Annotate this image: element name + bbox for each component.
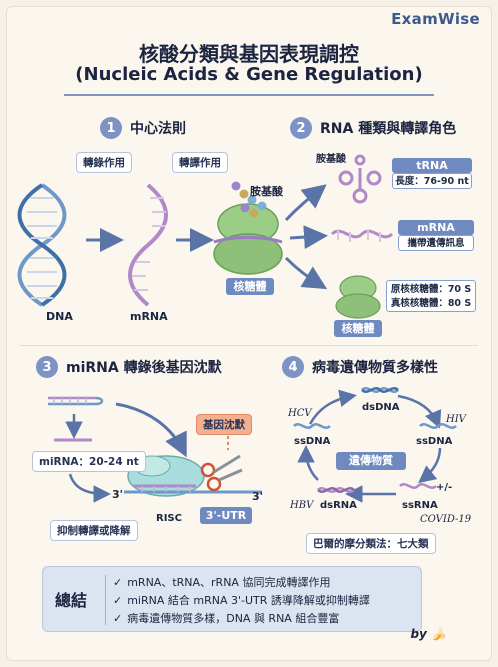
section1-number: 1 [100, 117, 122, 139]
small-ribosome-icon [335, 275, 381, 319]
hbv-label: HBV [290, 500, 314, 511]
virus-cycle-arrows [297, 389, 442, 503]
summary-box: 總結 ✓ mRNA、tRNA、rRNA 協同完成轉譯作用 ✓ miRNA 結合 mR… [42, 566, 422, 632]
ssdna-right-label: ssDNA [416, 436, 453, 447]
mrna-strand-icon [128, 183, 168, 307]
mrna-wave-icon [330, 229, 394, 242]
trna-name: tRNA [392, 158, 472, 173]
byline: by 🍌 [410, 627, 446, 641]
mrna-target-strand-icon [124, 484, 262, 494]
mirna-hairpin-icon [48, 396, 104, 406]
section2-number: 2 [290, 117, 312, 139]
dsrna-icon [317, 487, 355, 493]
dsdna-label: dsDNA [362, 402, 400, 413]
ssdna-left-icon [293, 423, 331, 429]
hcv-label: HCV [288, 408, 312, 419]
gene-silencing-label: 基因沈默 [196, 414, 252, 435]
summary-text: mRNA、tRNA、rRNA 協同完成轉譯作用 [127, 576, 331, 589]
page-subtitle: (Nucleic Acids & Gene Regulation) [75, 64, 423, 85]
ssrna-label: ssRNA [402, 500, 438, 511]
dsdna-icon [361, 387, 399, 393]
ribosome-label: 核糖體 [226, 278, 274, 295]
page-title: 核酸分類與基因表現調控 [139, 42, 359, 66]
prokaryote-ribosome: 原核核糖體：70 S [390, 284, 472, 295]
amino-acid-label: 胺基酸 [250, 185, 283, 198]
translation-label: 轉譯作用 [172, 152, 228, 173]
section4-title: 病毒遺傳物質多樣性 [312, 360, 438, 376]
covid-label: COVID-19 [420, 514, 472, 525]
section4-header: 4 病毒遺傳物質多樣性 [282, 356, 438, 378]
dna-label: DNA [46, 310, 73, 323]
summary-separator [105, 575, 106, 625]
section4-number: 4 [282, 356, 304, 378]
plus-minus-sign: +/- [436, 482, 453, 493]
arrow-to-mrna [289, 225, 328, 250]
transcription-label: 轉錄作用 [76, 152, 132, 173]
ribosome-icon [213, 203, 283, 275]
trna-amino-acid-label: 胺基酸 [316, 154, 346, 165]
summary-key: 總結 [55, 591, 88, 610]
scissors-icon [200, 454, 243, 492]
genetic-material-center: 遺傳物質 [336, 452, 406, 470]
summary-item: ✓ 病毒遺傳物質多樣，DNA 與 RNA 組合豐富 [113, 610, 339, 626]
title-underline [64, 94, 434, 96]
dna-helix-icon [17, 183, 67, 307]
rrna-sedimentation-box: 原核核糖體：70 S 真核核糖體：80 S [386, 280, 476, 312]
loading-arrow [115, 402, 187, 458]
baltimore-classification: 巴爾的摩分類法：七大類 [306, 533, 436, 554]
mrna-role: 攜帶遺傳訊息 [398, 235, 474, 251]
ssdna-right-icon [419, 423, 457, 429]
byline-text: by [410, 627, 427, 641]
eukaryote-ribosome: 真核核糖體：80 S [390, 298, 472, 309]
summary-text: 病毒遺傳物質多樣，DNA 與 RNA 組合豐富 [127, 612, 340, 625]
section-divider [20, 345, 478, 346]
mrna-name: mRNA [398, 220, 474, 235]
summary-item: ✓ mRNA、tRNA、rRNA 協同完成轉譯作用 [113, 574, 330, 590]
mirna-length-label: miRNA：20-24 nt [32, 451, 146, 472]
trna-length: 長度：76-90 nt [392, 173, 472, 189]
risc-label: RISC [156, 513, 182, 524]
arrow-to-trna [284, 184, 327, 222]
trna-cloverleaf-icon [338, 154, 382, 204]
hiv-label: HIV [446, 414, 466, 425]
mrna-label: mRNA [130, 310, 168, 323]
summary-text: miRNA 結合 mRNA 3'-UTR 誘導降解或抑制轉譯 [127, 594, 370, 607]
banana-icon: 🍌 [431, 627, 446, 641]
dsrna-label: dsRNA [320, 500, 357, 511]
section3-header: 3 miRNA 轉錄後基因沈默 [36, 356, 222, 378]
utr-label: 3'-UTR [200, 507, 252, 524]
arrow-to-rrna [284, 256, 328, 290]
amino-acid-chain-icon [231, 181, 267, 218]
ssrna-icon [399, 483, 437, 489]
section3-title: miRNA 轉錄後基因沈默 [66, 360, 222, 376]
section2-header: 2 RNA 種類與轉譯角色 [290, 117, 456, 139]
summary-item: ✓ miRNA 結合 mRNA 3'-UTR 誘導降解或抑制轉譯 [113, 592, 370, 608]
section2-title: RNA 種類與轉譯角色 [320, 121, 457, 137]
binding-arrow [68, 473, 111, 503]
check-icon: ✓ [113, 612, 123, 625]
section1-header: 1 中心法則 [100, 117, 186, 139]
mirna-3-end-label: 3' [112, 488, 124, 501]
rrna-ribosome-label: 核糖體 [334, 320, 382, 337]
section1-title: 中心法則 [130, 121, 186, 137]
section3-number: 3 [36, 356, 58, 378]
ssdna-left-label: ssDNA [294, 436, 331, 447]
check-icon: ✓ [113, 594, 123, 607]
mrna-3-end-label: 3' [252, 490, 264, 503]
brand-logo: ExamWise [391, 10, 480, 28]
silencing-effect-label: 抑制轉譯或降解 [50, 520, 138, 541]
check-icon: ✓ [113, 576, 123, 589]
